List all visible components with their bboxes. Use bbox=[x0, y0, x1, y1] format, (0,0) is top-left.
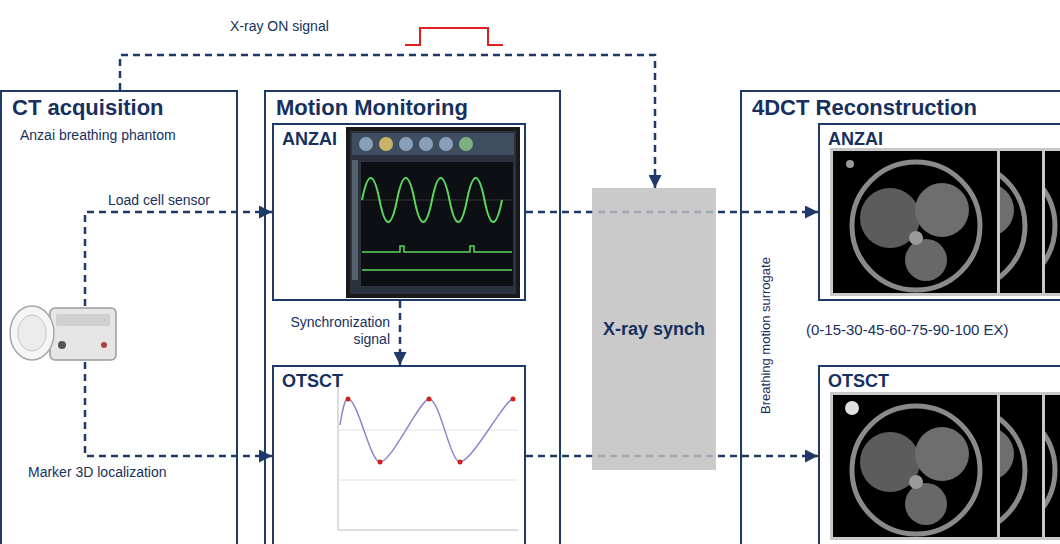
anzai-ct-stack-part bbox=[832, 150, 999, 295]
monitor-screenshot-part bbox=[419, 137, 433, 151]
signal-label: Synchronization signal bbox=[276, 314, 390, 348]
breathing-phantom-part bbox=[58, 341, 66, 349]
monitor-screenshot-part bbox=[379, 137, 393, 151]
monitor-screenshot-part bbox=[361, 162, 513, 286]
dashed-connector bbox=[85, 212, 272, 306]
breathing-phantom-part bbox=[10, 306, 54, 360]
stage-panel: 4DCT ReconstructionANZAI OTSCT bbox=[740, 90, 1060, 544]
monitor-screenshot-part bbox=[361, 200, 513, 201]
breathing-phantom-part bbox=[18, 315, 46, 351]
phase-list: (0-15-30-45-60-75-90-100 EX) bbox=[806, 321, 1009, 338]
otsct-ct-stack-part bbox=[832, 394, 999, 539]
otsct-plot-part bbox=[378, 460, 383, 465]
breathing-phantom-part bbox=[101, 342, 107, 348]
dashed-connector bbox=[85, 362, 272, 456]
monitor-screenshot-part bbox=[399, 137, 413, 151]
box-heading: ANZAI bbox=[282, 129, 337, 150]
otsct-ct-stack bbox=[832, 394, 1060, 539]
xray-pulse bbox=[405, 28, 503, 45]
box-heading: OTSCT bbox=[282, 371, 343, 392]
panel-subtitle: Anzai breathing phantom bbox=[20, 127, 176, 143]
recon-box: OTSCT bbox=[818, 365, 1060, 544]
anzai-ct-stack-part bbox=[832, 150, 999, 295]
monitor-box: ANZAI bbox=[272, 123, 526, 301]
box-heading: OTSCT bbox=[828, 371, 889, 392]
breathing-phantom-part bbox=[56, 314, 110, 326]
band-label: X-ray synch bbox=[603, 319, 705, 340]
signal-label: Load cell sensor bbox=[108, 192, 210, 209]
monitor-screenshot-part bbox=[439, 137, 453, 151]
otsct-plot-part bbox=[458, 460, 463, 465]
monitor-screenshot-part bbox=[362, 246, 512, 252]
monitor-screenshot-part bbox=[359, 137, 373, 151]
otsct-ct-stack-part bbox=[832, 394, 999, 539]
signal-label: Marker 3D localization bbox=[28, 464, 167, 481]
monitor-box: OTSCT bbox=[272, 365, 526, 544]
breathing-phantom-part bbox=[50, 308, 116, 360]
sync-band: X-ray synch bbox=[592, 188, 716, 470]
otsct-plot-part bbox=[427, 397, 432, 402]
otsct-plot-part bbox=[338, 530, 518, 531]
monitor-screenshot-part bbox=[459, 137, 473, 151]
panel-title: 4DCT Reconstruction bbox=[752, 95, 977, 121]
dashed-connector bbox=[399, 301, 402, 365]
dashed-connector bbox=[120, 55, 655, 188]
axis-label: Breathing motion surrogate bbox=[758, 257, 773, 414]
otsct-plot-part bbox=[338, 430, 518, 431]
otsct-plot bbox=[338, 380, 518, 530]
box-heading: ANZAI bbox=[828, 129, 883, 150]
otsct-plot-part bbox=[340, 399, 513, 462]
otsct-plot-part bbox=[338, 380, 339, 530]
monitor-screenshot-part bbox=[362, 178, 502, 222]
monitor-screenshot bbox=[346, 127, 520, 298]
monitor-screenshot-part bbox=[362, 269, 512, 271]
panel-title: CT acquisition bbox=[12, 95, 164, 121]
panel-title: Motion Monitoring bbox=[276, 95, 468, 121]
monitor-screenshot-part bbox=[352, 133, 514, 155]
anzai-ct-stack bbox=[832, 150, 1060, 295]
monitor-screenshot-part bbox=[352, 160, 358, 280]
otsct-plot-part bbox=[511, 397, 516, 402]
monitor-screenshot-part bbox=[350, 131, 516, 294]
monitor-screenshot-part bbox=[346, 127, 520, 298]
otsct-plot-part bbox=[346, 397, 351, 402]
otsct-plot-part bbox=[338, 480, 518, 481]
breathing-phantom bbox=[10, 306, 116, 360]
signal-label: X-ray ON signal bbox=[230, 18, 329, 35]
recon-box: ANZAI bbox=[818, 123, 1060, 301]
